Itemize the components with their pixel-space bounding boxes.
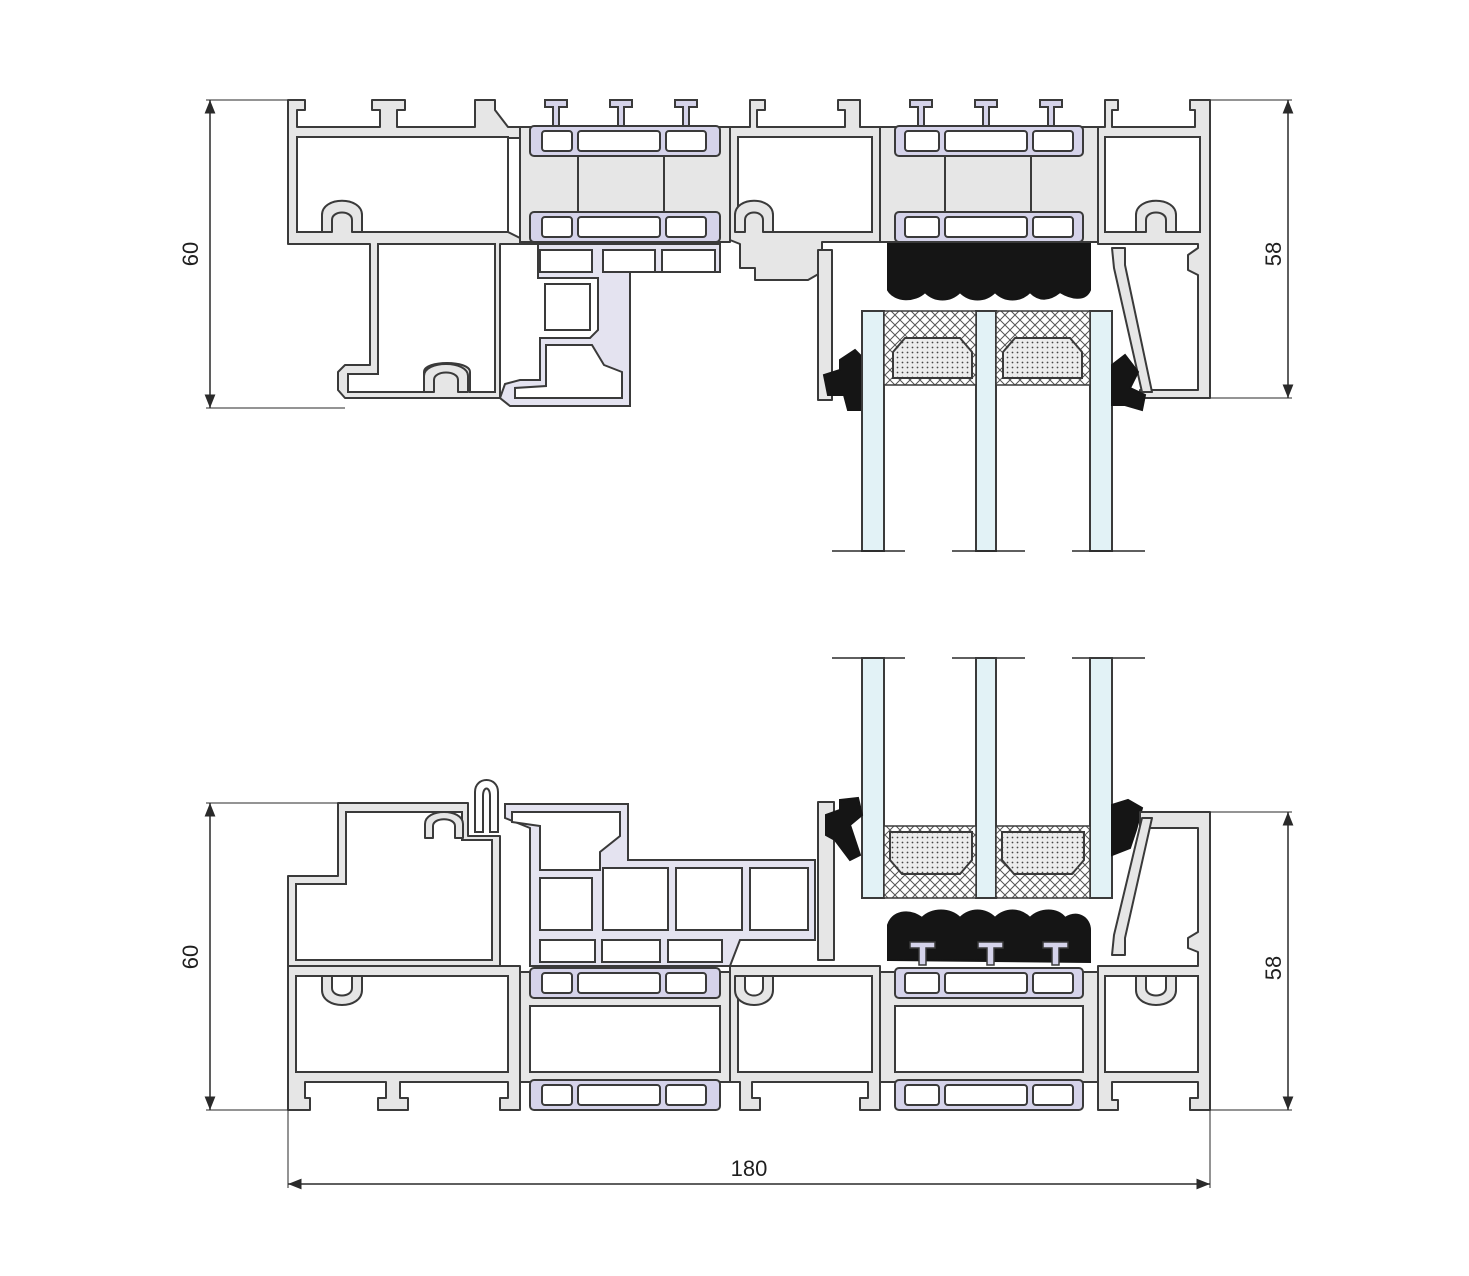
dimension-label-bottom-left: 60 <box>178 945 203 969</box>
head-section: 60 58 <box>178 99 1294 552</box>
gasket-clips-bottom <box>909 941 1069 966</box>
screw-port-icon <box>321 199 469 393</box>
dimension-bottom-left: 60 <box>178 802 338 1111</box>
triple-glazing-top <box>832 310 1147 552</box>
outer-frame-mid <box>729 99 881 281</box>
dimension-bottom-right: 58 <box>1210 811 1294 1111</box>
thermal-break-sill-right <box>879 967 1099 1111</box>
dimension-top-right: 58 <box>1210 99 1294 399</box>
dimension-label-total-width: 180 <box>731 1156 768 1181</box>
dimension-label-bottom-right: 58 <box>1261 956 1286 980</box>
outer-frame-top <box>287 99 521 399</box>
gasket-left-top <box>817 249 861 411</box>
bulb-gasket-top <box>887 243 1091 301</box>
bulb-gasket-bottom <box>887 909 1091 964</box>
sash-top <box>498 243 721 407</box>
triple-glazing-bottom <box>832 657 1145 899</box>
sill-section: 60 58 180 <box>178 657 1294 1190</box>
thermal-break-frame-left <box>519 99 731 243</box>
dimension-label-top-right: 58 <box>1261 242 1286 266</box>
dimension-label-top-left: 60 <box>178 242 203 266</box>
sash-bottom <box>504 796 864 967</box>
thermal-break-frame-right <box>879 99 1099 243</box>
dimension-top-left: 60 <box>178 99 345 409</box>
dimension-total-width: 180 <box>287 1110 1211 1190</box>
thermal-break-sill-left <box>519 967 731 1111</box>
outer-frame-right <box>1097 99 1211 399</box>
